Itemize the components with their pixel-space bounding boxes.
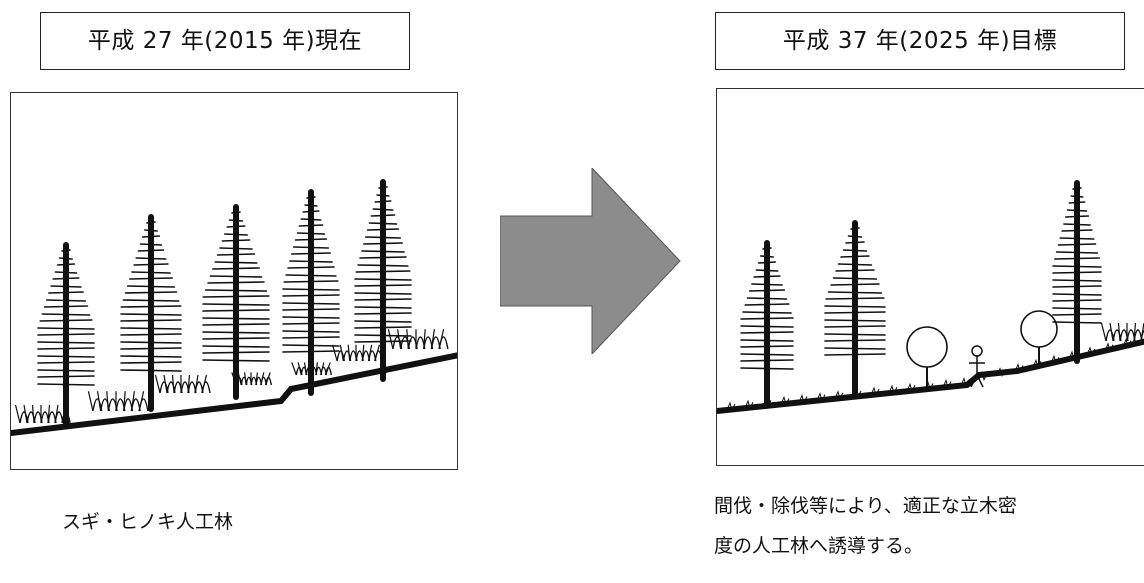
- transition-arrow: [500, 168, 682, 354]
- current-caption-text: スギ・ヒノキ人工林: [62, 511, 234, 533]
- shrub: [14, 404, 71, 424]
- shrub: [291, 362, 332, 376]
- shrub: [231, 372, 272, 386]
- target-year-label: 平成 37 年(2025 年)目標: [715, 12, 1125, 70]
- conifer-tree: [740, 240, 794, 408]
- target-forest-illustration: [716, 88, 1144, 466]
- conifer-tree: [354, 179, 412, 382]
- ground-line: [11, 352, 457, 436]
- conifer-tree: [120, 214, 182, 412]
- undergrowth-group: [14, 329, 449, 424]
- current-year-label: 平成 27 年(2015 年)現在: [40, 12, 410, 70]
- shrub: [87, 391, 149, 412]
- conifer-tree: [824, 220, 886, 398]
- current-forest-illustration: [10, 92, 458, 470]
- person-figure: [969, 345, 985, 388]
- grass-tufts: [726, 338, 1132, 412]
- broadleaf-and-person-group: [726, 310, 1144, 412]
- target-caption-line-2: 度の人工林へ誘導する。: [714, 535, 924, 557]
- ground-line: [717, 338, 1144, 414]
- current-year-text: 平成 27 年(2015 年)現在: [87, 27, 363, 54]
- target-year-text: 平成 37 年(2025 年)目標: [782, 27, 1058, 54]
- conifer-tree: [37, 242, 95, 428]
- thinned-tree-group: [740, 180, 1102, 408]
- shrub: [154, 374, 211, 394]
- conifer-tree: [1052, 180, 1102, 364]
- shrub: [1100, 322, 1144, 342]
- conifer-tree: [282, 189, 340, 396]
- target-caption-line-1: 間伐・除伐等により、適正な立木密: [714, 495, 1017, 517]
- conifer-tree: [202, 204, 270, 400]
- shrub: [332, 344, 383, 362]
- target-forest-caption: 間伐・除伐等により、適正な立木密 度の人工林へ誘導する。: [714, 486, 1144, 566]
- dense-tree-group: [37, 179, 412, 428]
- current-forest-caption: スギ・ヒノキ人工林: [62, 502, 233, 542]
- broadleaf-tree: [906, 326, 948, 389]
- shrub: [387, 329, 449, 350]
